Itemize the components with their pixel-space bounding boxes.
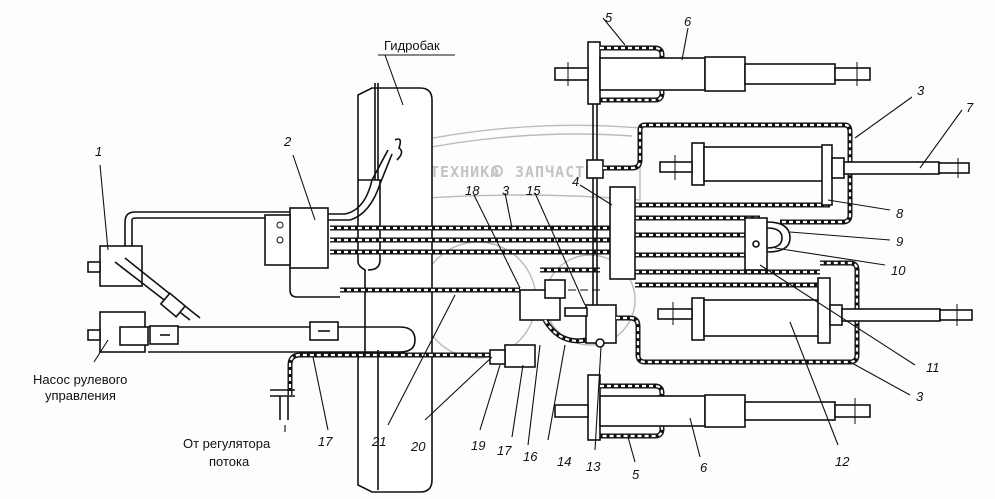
distributor-4 (586, 100, 853, 320)
valve-block-13 (585, 260, 860, 365)
callout-7: 7 (966, 100, 974, 115)
valve-group-16-20 (489, 279, 588, 368)
callout-15: 15 (526, 183, 541, 198)
fitting-9-10 (744, 217, 791, 271)
watermark-text-left: ТЕХНИКА (430, 163, 500, 181)
steering-pump-upper (87, 211, 290, 287)
callout-3-bottom: 3 (916, 389, 924, 404)
callout-10: 10 (891, 263, 906, 278)
flow-label-line2: потока (209, 454, 250, 469)
callout-13: 13 (586, 459, 601, 474)
callout-19: 19 (471, 438, 485, 453)
callout-3-top: 3 (917, 83, 925, 98)
callout-12: 12 (835, 454, 850, 469)
callout-9: 9 (896, 234, 903, 249)
flow-label-line1: От регулятора (183, 436, 271, 451)
callout-5-top: 5 (605, 10, 613, 25)
valve-2 (264, 149, 393, 298)
watermark-text-right: ЗАПЧАСТИ (515, 163, 595, 181)
steering-cylinder-top (554, 41, 871, 105)
hose-bundle (330, 202, 830, 288)
pump-label-line1: Насос рулевого (33, 372, 127, 387)
callout-3-mid: 3 (502, 183, 510, 198)
steering-cylinder-bottom (554, 374, 871, 441)
gear-icon (491, 165, 503, 177)
callout-17-right: 17 (497, 443, 512, 458)
callout-14: 14 (557, 454, 571, 469)
callout-18: 18 (465, 183, 480, 198)
callout-8: 8 (896, 206, 904, 221)
callout-17-left: 17 (318, 434, 333, 449)
callout-1: 1 (95, 144, 102, 159)
callout-6-top: 6 (684, 14, 692, 29)
callout-2: 2 (283, 134, 292, 149)
steering-pump-lower (87, 311, 149, 353)
tank-label: Гидробак (384, 38, 440, 53)
steering-cylinder-12 (657, 277, 973, 344)
callout-6-bottom: 6 (700, 460, 708, 475)
callout-21: 21 (371, 434, 386, 449)
pump-label-line2: управления (45, 388, 116, 403)
callout-16: 16 (523, 449, 538, 464)
callout-11: 11 (926, 360, 940, 375)
callout-20: 20 (410, 439, 426, 454)
callout-4: 4 (572, 174, 579, 189)
callout-5-bottom: 5 (632, 467, 640, 482)
steering-cylinder-7 (659, 142, 970, 206)
leader-lines (93, 17, 963, 463)
